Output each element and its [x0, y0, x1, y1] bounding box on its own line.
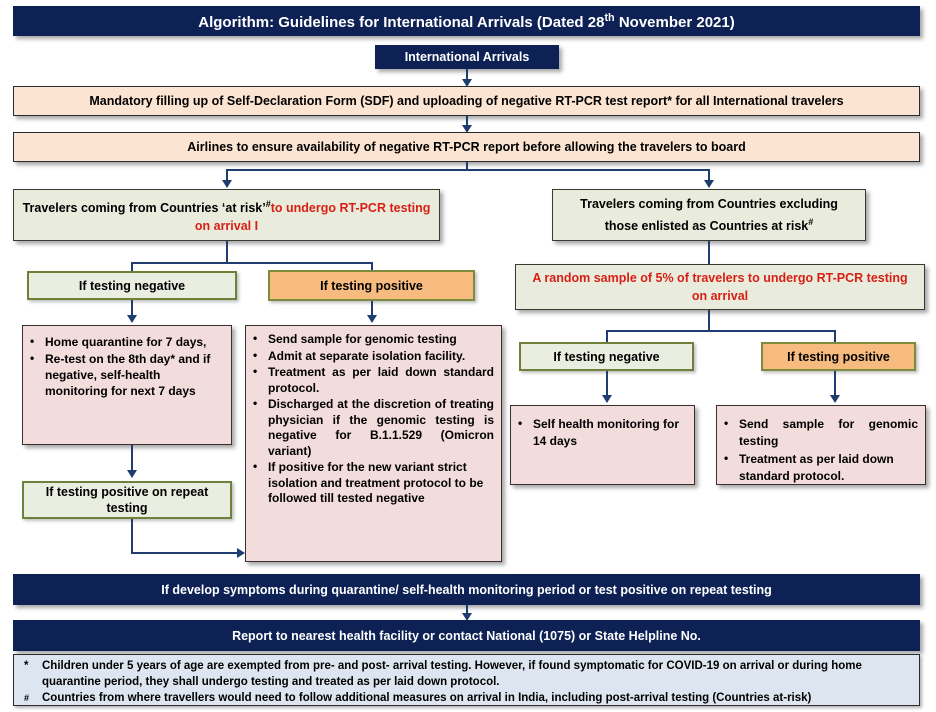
node-international-arrivals-label: International Arrivals [404, 50, 530, 64]
list-item: Send sample for genomic testing [721, 415, 918, 450]
connector-random-right-drop [834, 330, 836, 342]
connector-at-risk-left-drop [131, 262, 133, 272]
node-countries-excluding-label: Travelers coming from Countries excludin… [580, 196, 838, 234]
node-right-if-testing-negative-label: If testing negative [553, 349, 660, 364]
connector-symptoms-to-report [466, 605, 468, 616]
node-left-positive-actions: Send sample for genomic testing Admit at… [245, 325, 502, 562]
arrow-to-excluding [704, 180, 714, 188]
node-left-if-testing-negative: If testing negative [27, 271, 237, 300]
arrow-repeat-into-positive-actions [237, 548, 245, 558]
node-international-arrivals: International Arrivals [375, 45, 559, 69]
arrow-sdf-to-airlines [462, 125, 472, 133]
node-sdf-label: Mandatory filling up of Self-Declaration… [89, 94, 844, 108]
node-airlines: Airlines to ensure availability of negat… [13, 132, 920, 162]
node-right-positive-actions: Send sample for genomic testing Treatmen… [716, 405, 926, 485]
connector-left-pos-down [371, 301, 373, 317]
node-countries-excluding: Travelers coming from Countries excludin… [552, 189, 866, 241]
node-countries-at-risk: Travelers coming from Countries ‘at risk… [13, 189, 440, 241]
node-symptoms-bar: If develop symptoms during quarantine/ s… [13, 574, 920, 605]
connector-at-risk-stem [226, 241, 228, 264]
connector-random-stem [708, 310, 710, 332]
node-report-bar-label: Report to nearest health facility or con… [232, 628, 701, 643]
list-item: Re-test on the 8th day* and if negative,… [27, 350, 225, 399]
node-left-negative-actions: Home quarantine for 7 days, Re-test on t… [22, 325, 232, 445]
list-item: Treatment as per laid down standard prot… [250, 364, 494, 396]
node-report-bar: Report to nearest health facility or con… [13, 620, 920, 651]
list-item: Discharged at the discretion of treating… [250, 396, 494, 459]
connector-at-risk-split [131, 262, 373, 264]
arrow-left-neg-down [127, 315, 137, 323]
connector-right-neg-down [606, 371, 608, 397]
connector-arrivals-to-sdf [466, 69, 468, 81]
title-bar: Algorithm: Guidelines for International … [13, 6, 920, 36]
arrow-symptoms-to-report [462, 613, 472, 621]
list-item: If positive for the new variant strict i… [250, 459, 494, 507]
connector-left-neg-down [131, 300, 133, 317]
footnotes-box: * Children under 5 years of age are exem… [13, 654, 920, 706]
footnote-marker: * [24, 660, 29, 672]
list-item: Home quarantine for 7 days, [27, 333, 225, 350]
list-item: Send sample for genomic testing [250, 331, 494, 348]
node-airlines-label: Airlines to ensure availability of negat… [187, 140, 746, 154]
connector-airlines-split [226, 169, 710, 171]
arrow-to-at-risk [222, 180, 232, 188]
node-symptoms-bar-label: If develop symptoms during quarantine/ s… [161, 582, 772, 597]
arrow-right-pos-down [830, 395, 840, 403]
list-item: Self health monitoring for 14 days [515, 415, 688, 450]
node-right-if-testing-negative: If testing negative [519, 342, 694, 371]
connector-left-neg-to-repeat [131, 445, 133, 472]
node-right-if-testing-positive-label: If testing positive [787, 349, 890, 364]
arrow-left-neg-to-repeat [127, 470, 137, 478]
node-random-sample: A random sample of 5% of travelers to un… [515, 264, 925, 310]
node-left-if-testing-negative-label: If testing negative [78, 278, 186, 293]
connector-airlines-left-drop [226, 169, 228, 182]
list-item: Admit at separate isolation facility. [250, 348, 494, 365]
node-right-if-testing-positive: If testing positive [761, 342, 916, 371]
node-countries-at-risk-label: Travelers coming from Countries ‘at risk… [22, 198, 431, 234]
connector-excluding-to-random [708, 241, 710, 265]
arrow-arrivals-to-sdf [462, 79, 472, 87]
connector-sdf-to-airlines [466, 116, 468, 127]
footnote-text: Children under 5 years of age are exempt… [42, 660, 862, 688]
right-negative-actions-list: Self health monitoring for 14 days [515, 415, 688, 450]
node-repeat-positive: If testing positive on repeat testing [22, 481, 232, 519]
arrow-left-pos-down [367, 315, 377, 323]
connector-right-pos-down [834, 371, 836, 397]
connector-airlines-stem [466, 162, 468, 171]
footnote-item: # Countries from where travellers would … [20, 690, 913, 706]
node-random-sample-label: A random sample of 5% of travelers to un… [532, 271, 908, 303]
left-positive-actions-list: Send sample for genomic testing Admit at… [250, 331, 494, 507]
footnote-item: * Children under 5 years of age are exem… [20, 658, 913, 690]
footnote-text: Countries from where travellers would ne… [42, 692, 812, 704]
connector-repeat-right [131, 552, 239, 554]
node-sdf: Mandatory filling up of Self-Declaration… [13, 86, 920, 116]
node-right-negative-actions: Self health monitoring for 14 days [510, 405, 695, 485]
title-bar-text: Algorithm: Guidelines for International … [198, 11, 735, 31]
footnote-marker: # [24, 693, 30, 703]
node-left-if-testing-positive: If testing positive [268, 270, 475, 301]
list-item: Treatment as per laid down standard prot… [721, 450, 918, 485]
left-negative-actions-list: Home quarantine for 7 days, Re-test on t… [27, 333, 225, 399]
connector-repeat-down [131, 519, 133, 554]
node-left-if-testing-positive-label: If testing positive [320, 278, 423, 293]
connector-random-left-drop [606, 330, 608, 342]
arrow-right-neg-down [602, 395, 612, 403]
node-repeat-positive-label: If testing positive on repeat testing [45, 485, 209, 515]
connector-at-risk-right-drop [371, 262, 373, 272]
right-positive-actions-list: Send sample for genomic testing Treatmen… [721, 415, 918, 485]
connector-airlines-right-drop [708, 169, 710, 182]
connector-random-split [606, 330, 836, 332]
